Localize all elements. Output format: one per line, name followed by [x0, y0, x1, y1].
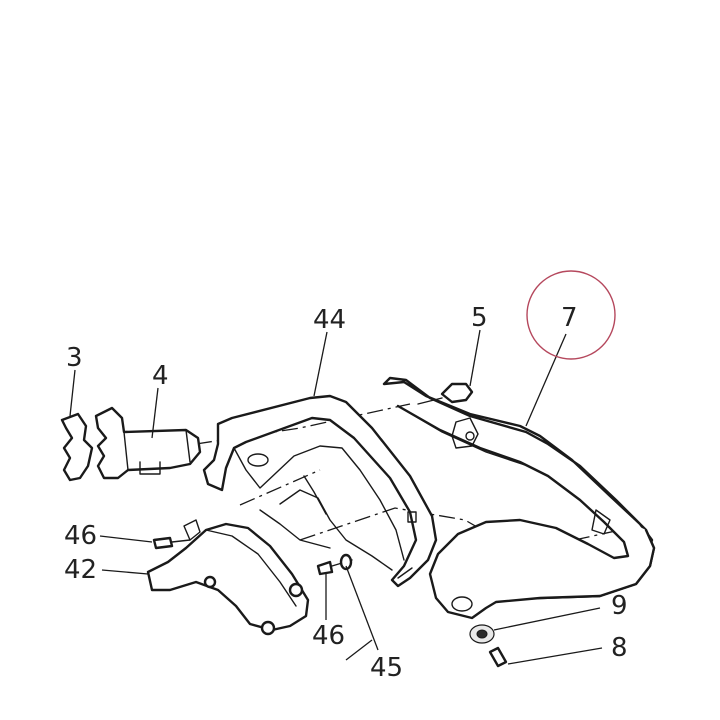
callout-46-upper: 46 [64, 521, 97, 551]
screw-46-upper [152, 536, 191, 550]
part-3-clamp-half [60, 412, 94, 482]
leader-lines [69, 329, 603, 665]
part-4-clamp-bracket [94, 406, 202, 480]
part-7-handguard [382, 376, 656, 620]
callout-labels: 3 4 44 5 7 46 42 46 45 9 8 [64, 303, 628, 683]
callout-7-highlight-circle [526, 270, 616, 360]
part-9-bushing [469, 624, 495, 644]
callout-4: 4 [152, 361, 169, 391]
part-45-washer [339, 553, 353, 571]
callout-7: 7 [561, 303, 578, 333]
part-44-inner-bracket [202, 394, 438, 588]
callout-44: 44 [313, 305, 346, 335]
callout-3: 3 [66, 343, 83, 373]
callout-5: 5 [471, 303, 488, 333]
callout-45: 45 [370, 653, 403, 683]
callout-8: 8 [611, 633, 628, 663]
callout-42: 42 [64, 555, 97, 585]
part-8-bolt [488, 646, 508, 668]
part-5-screw [417, 382, 474, 405]
callout-46-lower: 46 [312, 621, 345, 651]
callout-9: 9 [611, 591, 628, 621]
part-42-cover [146, 519, 310, 636]
